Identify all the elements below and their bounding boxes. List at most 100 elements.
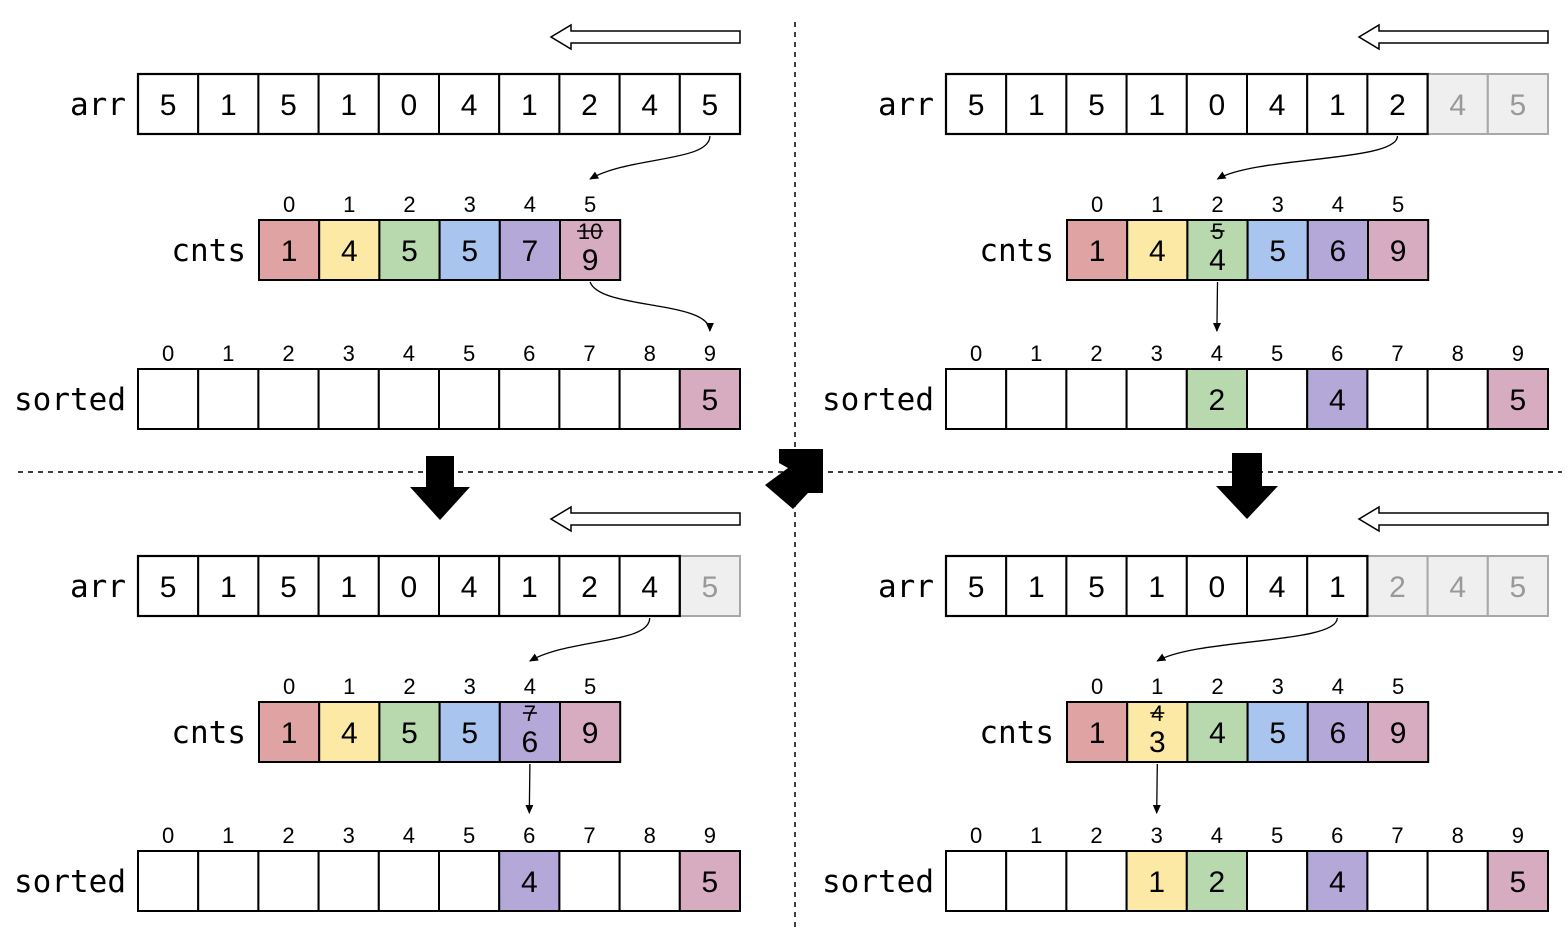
sorted-cell	[317, 368, 380, 430]
arr-cell	[1426, 73, 1489, 135]
sorted-index: 0	[162, 341, 174, 366]
sorted-index: 3	[1151, 823, 1163, 848]
sorted-cell	[1065, 850, 1128, 912]
arr-value: 5	[280, 89, 297, 122]
lookup-arrow	[1156, 617, 1338, 662]
sorted-value: 4	[1329, 866, 1346, 899]
cnts-index: 2	[403, 674, 415, 699]
arr-cell	[1306, 555, 1369, 617]
sorted-index: 4	[403, 341, 415, 366]
cnts-value: 6	[1330, 235, 1347, 268]
cnts-cell	[1186, 219, 1249, 281]
sorted-index: 7	[583, 341, 595, 366]
place-arrow	[1152, 763, 1161, 814]
sorted-index: 5	[1271, 341, 1283, 366]
cnts-cell	[1367, 701, 1430, 763]
lookup-arrow	[589, 135, 711, 180]
cnts-index: 3	[464, 674, 476, 699]
sorted-cell	[678, 850, 741, 912]
sorted-cell	[317, 850, 380, 912]
cnts-value: 5	[1269, 717, 1286, 750]
arr-value: 4	[1269, 89, 1286, 122]
arr-value: 1	[1148, 571, 1165, 604]
arr-value: 4	[461, 89, 478, 122]
cnts-cell	[498, 219, 561, 281]
cnts-label: cnts	[979, 715, 1054, 751]
sorted-cell	[945, 850, 1008, 912]
cnts-index: 4	[1332, 192, 1344, 217]
sorted-index: 5	[463, 823, 475, 848]
step-transition-down-arrow-right	[1216, 453, 1278, 519]
arr-value: 1	[1148, 89, 1165, 122]
sorted-index: 0	[162, 823, 174, 848]
cnts-cell	[1126, 701, 1189, 763]
cnts-index: 1	[1151, 192, 1163, 217]
arr-cell	[1005, 555, 1068, 617]
cnts-value: 1	[281, 717, 298, 750]
arr-cell	[1486, 555, 1549, 617]
sorted-index: 2	[1090, 341, 1102, 366]
step-transition-diagonal-arrow	[765, 449, 823, 509]
scan-direction-arrow	[549, 23, 741, 51]
sorted-cell	[257, 368, 320, 430]
arr-cell	[558, 73, 621, 135]
sorted-cell	[945, 368, 1008, 430]
cnts-cell	[318, 219, 381, 281]
cnts-cell	[1306, 701, 1369, 763]
sorted-cell	[137, 850, 200, 912]
cnts-index: 2	[1211, 674, 1223, 699]
arr-value: 5	[160, 89, 177, 122]
sorted-index: 3	[343, 823, 355, 848]
sorted-cell	[197, 368, 260, 430]
sorted-value: 1	[1148, 866, 1165, 899]
sorted-index: 1	[222, 823, 234, 848]
sorted-index: 5	[1271, 823, 1283, 848]
arr-value: 1	[220, 89, 237, 122]
sorted-cell	[137, 368, 200, 430]
sorted-value: 5	[1510, 866, 1527, 899]
cnts-value: 4	[1209, 717, 1226, 750]
arr-cell	[257, 555, 320, 617]
arr-value: 5	[1088, 571, 1105, 604]
sorted-cell	[1185, 368, 1248, 430]
sorted-cell	[1486, 368, 1549, 430]
arr-value: 0	[401, 89, 418, 122]
sorted-value: 2	[1209, 384, 1226, 417]
sorted-cell	[618, 368, 681, 430]
sorted-cell	[498, 850, 561, 912]
sorted-label: sorted	[822, 382, 934, 418]
cnts-cell	[1066, 701, 1129, 763]
cnts-value: 5	[461, 717, 478, 750]
arr-value: 0	[1209, 571, 1226, 604]
sorted-cell	[1005, 368, 1068, 430]
arr-value: 1	[220, 571, 237, 604]
sorted-index: 0	[970, 341, 982, 366]
sorted-index: 8	[1452, 823, 1464, 848]
sorted-cell	[1366, 850, 1429, 912]
cnts-value: 9	[582, 717, 599, 750]
cnts-new-value: 3	[1149, 726, 1166, 759]
arr-cell	[438, 73, 501, 135]
cnts-cell	[258, 701, 321, 763]
cnts-new-value: 4	[1209, 244, 1226, 277]
cnts-cell	[1246, 701, 1309, 763]
sorted-cell	[377, 850, 440, 912]
step-transition-down-arrow-left	[410, 456, 470, 520]
sorted-label: sorted	[14, 382, 126, 418]
arr-cell	[1486, 73, 1549, 135]
sorted-index: 8	[644, 823, 656, 848]
place-arrow	[1212, 281, 1221, 332]
sorted-cell	[1005, 850, 1068, 912]
sorted-index: 5	[463, 341, 475, 366]
lookup-arrow	[529, 617, 651, 662]
sorted-index: 9	[1512, 823, 1524, 848]
scan-direction-arrow	[1357, 505, 1549, 533]
arr-value: 5	[702, 571, 719, 604]
sorted-index: 3	[1151, 341, 1163, 366]
arr-cell	[1125, 73, 1188, 135]
cnts-label: cnts	[171, 715, 246, 751]
cnts-value: 4	[1149, 235, 1166, 268]
sorted-cell	[1426, 850, 1489, 912]
sorted-cell	[618, 850, 681, 912]
